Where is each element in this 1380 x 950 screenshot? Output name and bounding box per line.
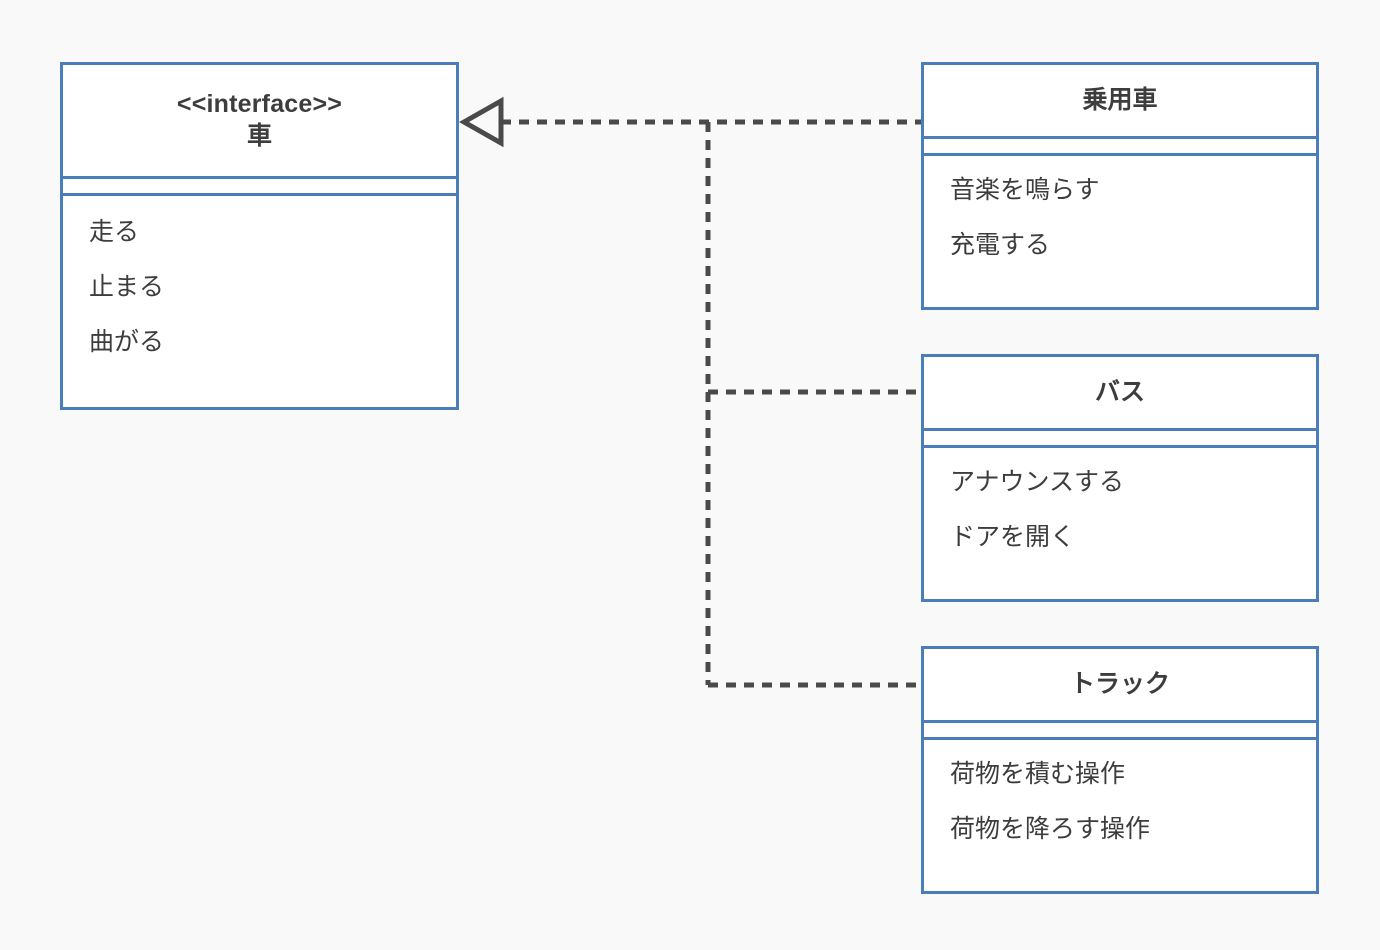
method-item: 走る [89,218,140,246]
realization-arrowhead-icon [458,96,504,148]
interface-methods-compartment: 走る 止まる 曲がる [63,196,456,407]
class-name-label: バス [1094,377,1145,406]
class-box-bus[interactable]: バス アナウンスする ドアを開く [921,354,1319,602]
interface-header: <<interface>> 車 [63,65,456,179]
class-box-truck[interactable]: トラック 荷物を積む操作 荷物を降ろす操作 [921,646,1319,894]
class-attributes-compartment [924,431,1316,448]
class-box-passenger-car[interactable]: 乗用車 音楽を鳴らす 充電する [921,62,1319,310]
class-methods-compartment: 音楽を鳴らす 充電する [924,156,1316,307]
class-header-passenger-car: 乗用車 [924,65,1316,139]
class-attributes-compartment [924,723,1316,740]
class-header-bus: バス [924,357,1316,431]
interface-name-label: 車 [246,121,272,150]
class-header-truck: トラック [924,649,1316,723]
method-item: 荷物を積む操作 [950,760,1126,788]
method-item: アナウンスする [950,468,1125,496]
method-item: 曲がる [89,328,165,356]
interface-box-car[interactable]: <<interface>> 車 走る 止まる 曲がる [60,62,459,410]
method-item: 音楽を鳴らす [950,176,1100,204]
class-attributes-compartment [924,139,1316,156]
interface-attributes-compartment [63,179,456,196]
interface-stereotype-label: <<interface>> [176,90,343,119]
class-methods-compartment: アナウンスする ドアを開く [924,448,1316,599]
method-item: ドアを開く [950,523,1076,551]
class-name-label: トラック [1069,669,1170,698]
method-item: 止まる [89,273,165,301]
method-item: 充電する [950,231,1051,259]
method-item: 荷物を降ろす操作 [950,815,1151,843]
class-methods-compartment: 荷物を積む操作 荷物を降ろす操作 [924,740,1316,891]
class-name-label: 乗用車 [1082,85,1158,114]
